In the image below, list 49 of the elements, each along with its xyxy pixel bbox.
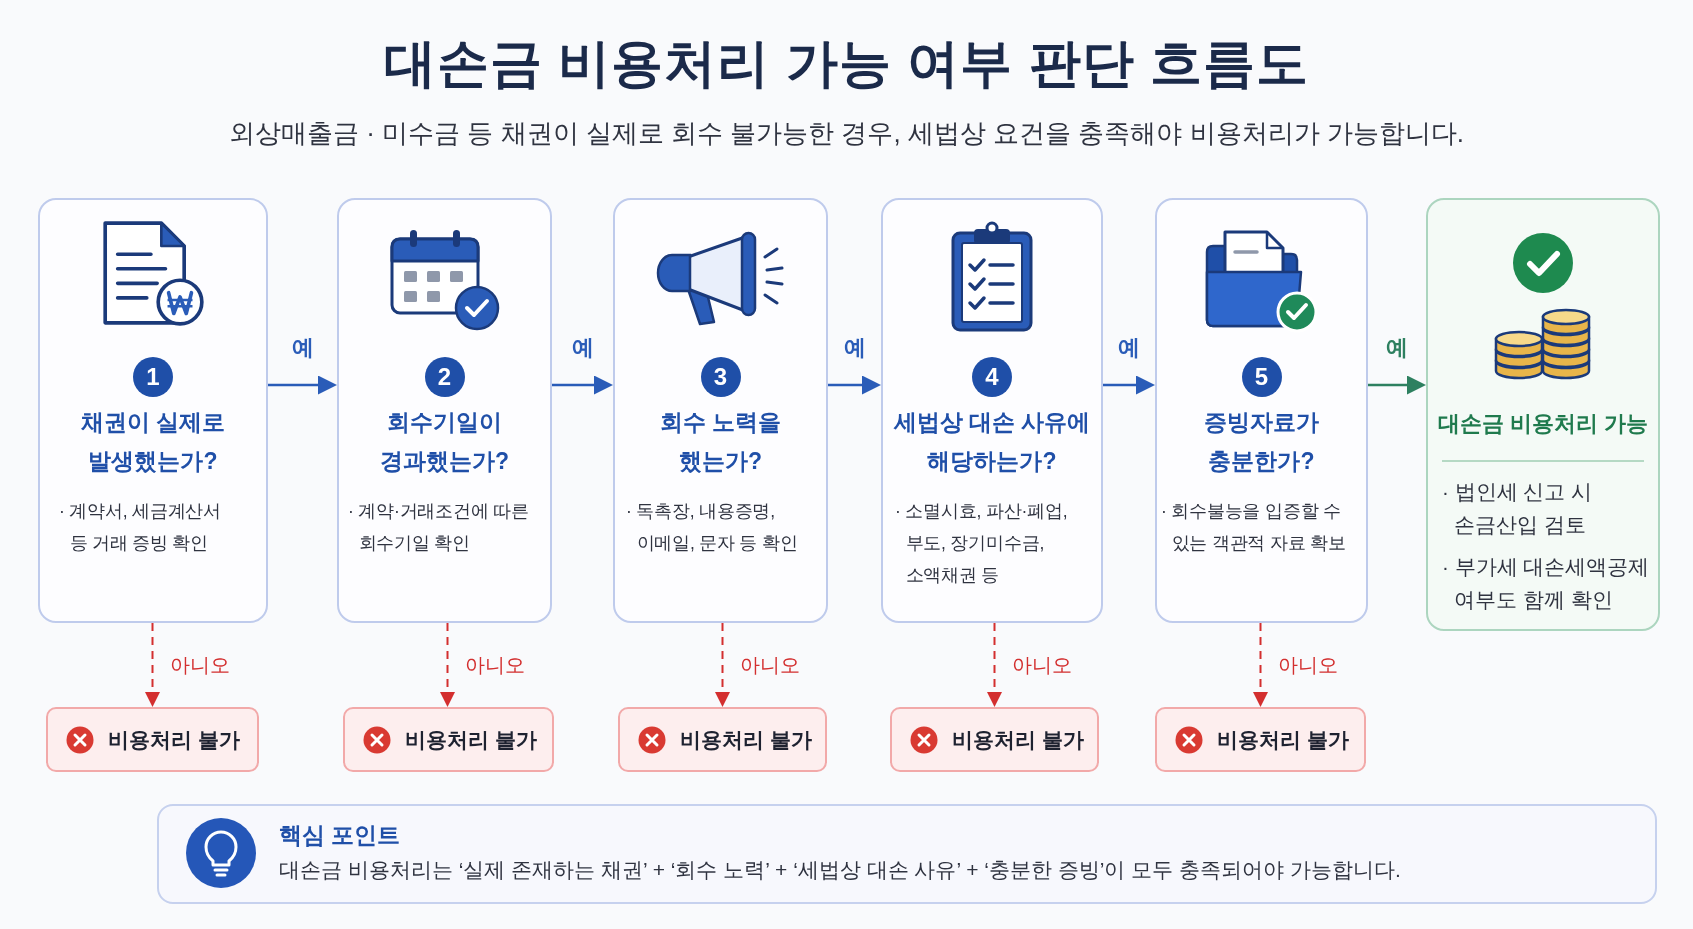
dashed-arrow [1253, 622, 1268, 707]
step-number: 3 [700, 357, 741, 397]
bullet-text: · 회수불능을 입증할 수 있는 객관적 자료 확보 [1161, 500, 1347, 555]
bullet-text: · 독촉장, 내용증명, 이메일, 문자 등 확인 [626, 500, 799, 555]
result-title: 대손금 비용처리 가능 [1436, 410, 1650, 438]
step-number: 2 [424, 357, 465, 397]
step-question: 증빙자료가 충분한가? [1203, 408, 1320, 476]
bullet-text: · 소멸시효, 파산·폐업, 부도, 장기미수금, 소액채권 등 [895, 500, 1069, 587]
dashed-arrow [145, 622, 160, 707]
step-question: 회수 노력을 했는가? [658, 408, 783, 476]
step-box [38, 198, 268, 623]
arrow [268, 375, 337, 395]
outcome-text: 비용처리 불가 [1217, 726, 1349, 753]
step-question: 채권이 실제로 발생했는가? [79, 408, 227, 476]
subtitle: 외상매출금 · 미수금 등 채권이 실제로 회수 불가능한 경우, 세법상 요건을 충족해야 비용처리가 가능합니다. [229, 117, 1464, 150]
outcome-box [343, 707, 554, 772]
bullet-text: · 계약서, 세금계산서 등 거래 증빙 확인 [59, 500, 222, 555]
note-box [157, 804, 1657, 904]
step-box [337, 198, 552, 623]
result-box [1426, 198, 1660, 631]
title: 대손금 비용처리 가능 여부 판단 흐름도 [383, 33, 1310, 94]
arrow [828, 375, 881, 395]
dashed-arrow [715, 622, 730, 707]
step-question: 회수기일이 경과했는가? [378, 408, 511, 476]
outcome-text: 비용처리 불가 [108, 726, 240, 753]
step-question: 세법상 대손 사유에 해당하는가? [892, 408, 1092, 476]
outcome-text: 비용처리 불가 [952, 726, 1084, 753]
step-number: 1 [133, 357, 173, 397]
arrow [552, 375, 613, 395]
note-text: 대손금 비용처리는 ‘실제 존재하는 채권’ + ‘회수 노력’ + ‘세법상 대손 사유’ + ‘충분한 증빙’이 모두 충족되어야 가능합니다. [279, 857, 1401, 883]
step-box [881, 198, 1103, 623]
outcome-box [1155, 707, 1366, 772]
outcome-box [618, 707, 827, 772]
step-box [613, 198, 828, 623]
outcome-text: 비용처리 불가 [405, 726, 537, 753]
bullet-text: · 계약·거래조건에 따른 회수기일 확인 [348, 500, 530, 555]
arrow [1103, 375, 1155, 395]
arrow [1368, 375, 1426, 395]
step-number: 5 [1241, 357, 1282, 397]
outcome-box [46, 707, 259, 772]
step-number: 4 [972, 357, 1012, 397]
dashed-arrow [440, 622, 455, 707]
dashed-arrow [987, 622, 1002, 707]
outcome-text: 비용처리 불가 [680, 726, 812, 753]
step-box [1155, 198, 1368, 623]
outcome-box [890, 707, 1099, 772]
bullet-text: · 법인세 신고 시 손금산입 검토 [1442, 479, 1593, 538]
note-heading: 핵심 포인트 [279, 821, 401, 850]
bullet-text: · 부가세 대손세액공제 여부도 함께 확인 [1442, 554, 1651, 613]
